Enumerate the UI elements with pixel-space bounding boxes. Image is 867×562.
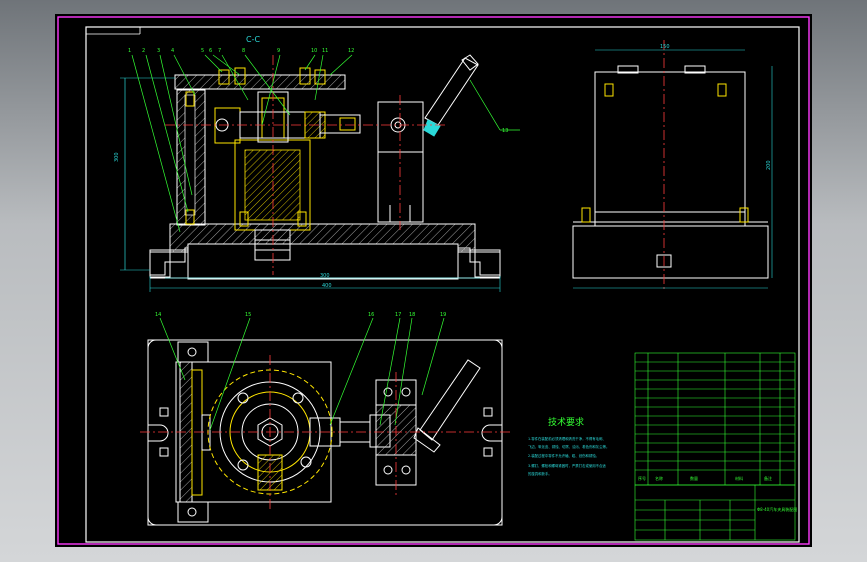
svg-text:2: 2 [142, 48, 145, 54]
svg-text:5: 5 [201, 48, 204, 54]
drawing-title: Φ8-40汽车夹具装配图 [757, 506, 797, 512]
svg-text:飞边、氧化皮、锈蚀、切屑、油污、着色剂和灰尘等。: 飞边、氧化皮、锈蚀、切屑、油污、着色剂和灰尘等。 [528, 444, 609, 449]
svg-text:8: 8 [242, 48, 245, 54]
sheet-border [57, 16, 810, 545]
svg-text:14: 14 [155, 312, 161, 318]
svg-text:2.装配过程中零件不允许磕、碰、划伤和锈蚀。: 2.装配过程中零件不允许磕、碰、划伤和锈蚀。 [528, 453, 599, 458]
svg-text:11: 11 [322, 48, 328, 54]
svg-text:10: 10 [311, 48, 317, 54]
tech-title: 技术要求 [548, 416, 584, 428]
assembly-drawing: C-C [57, 16, 810, 545]
svg-text:1.零件在装配前必须清理和清洗干净，不得有毛刺、: 1.零件在装配前必须清理和清洗干净，不得有毛刺、 [528, 436, 606, 441]
svg-text:18: 18 [409, 312, 415, 318]
svg-text:12: 12 [348, 48, 354, 54]
svg-text:400: 400 [322, 283, 332, 289]
svg-text:序号: 序号 [638, 475, 646, 481]
svg-text:6: 6 [209, 48, 212, 54]
svg-text:名称: 名称 [655, 475, 663, 481]
svg-text:7: 7 [218, 48, 221, 54]
svg-text:150: 150 [660, 44, 670, 50]
top-plate [174, 74, 346, 90]
title-block [634, 352, 796, 541]
part-number-labels: 1 2 3 4 5 6 7 8 9 10 11 12 13 [128, 48, 508, 134]
svg-text:的旋具和扳手。: 的旋具和扳手。 [528, 471, 552, 476]
right-clamp-block [377, 101, 424, 223]
svg-text:17: 17 [395, 312, 401, 318]
svg-text:13: 13 [502, 128, 508, 134]
clamp-handle [424, 57, 479, 126]
svg-text:9: 9 [277, 48, 280, 54]
section-label: C-C [246, 35, 260, 44]
svg-text:备注: 备注 [764, 475, 772, 481]
svg-text:1: 1 [128, 48, 131, 54]
leaders-top [131, 54, 520, 233]
hex-nut [254, 229, 291, 261]
svg-text:15: 15 [245, 312, 251, 318]
front-view: C-C [114, 35, 520, 292]
svg-text:3: 3 [157, 48, 160, 54]
svg-text:19: 19 [440, 312, 446, 318]
cad-viewport[interactable]: C-C [55, 14, 812, 547]
plan-view: 14 15 16 17 18 19 [140, 312, 512, 526]
svg-text:3.螺钉、螺栓和螺母紧固时，严禁打击或使用不合适: 3.螺钉、螺栓和螺母紧固时，严禁打击或使用不合适 [528, 463, 606, 468]
svg-text:300: 300 [114, 152, 120, 162]
drawing-frame [85, 26, 800, 543]
side-view: 150 200 [572, 40, 773, 290]
svg-text:16: 16 [368, 312, 374, 318]
svg-text:4: 4 [171, 48, 174, 54]
svg-text:300: 300 [320, 273, 330, 279]
side-base [572, 225, 769, 279]
svg-text:数量: 数量 [690, 475, 698, 481]
svg-text:材料: 材料 [735, 475, 743, 481]
tech-requirements: 技术要求 1.零件在装配前必须清理和清洗干净，不得有毛刺、 飞边、氧化皮、锈蚀、… [528, 416, 609, 476]
svg-text:200: 200 [766, 160, 772, 170]
